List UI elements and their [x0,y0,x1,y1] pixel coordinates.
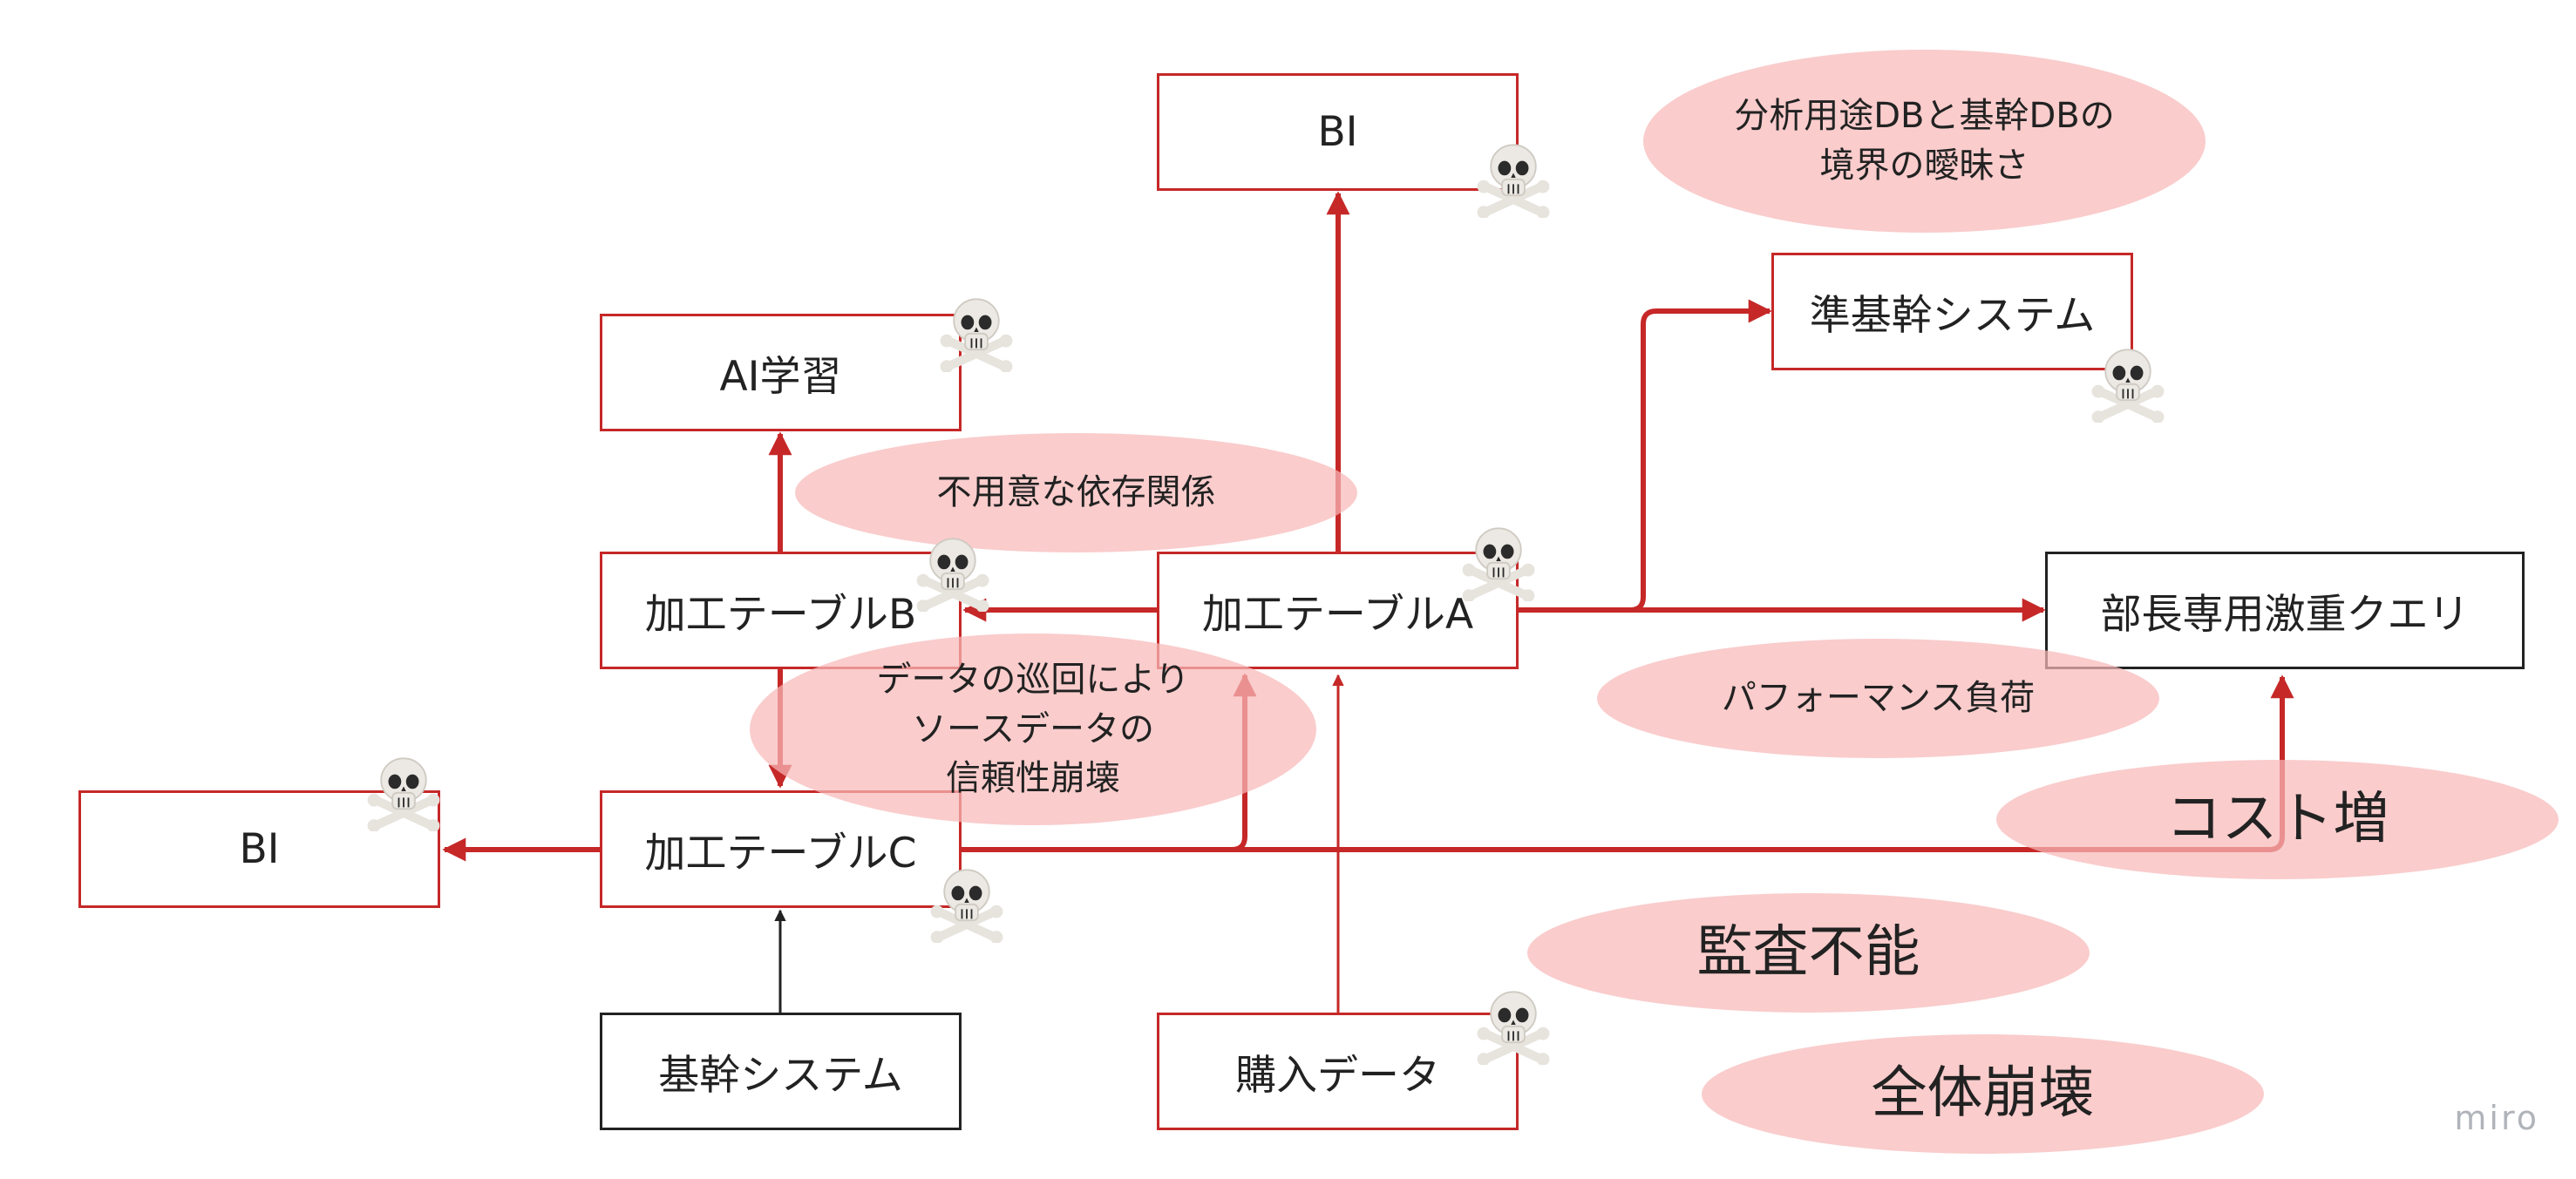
note-total-collapse[interactable]: 全体崩壊 [1702,1034,2264,1154]
skull-crossbones-icon [930,869,1003,943]
core-system-box[interactable]: 基幹システム [600,1013,962,1130]
skull-crossbones-icon [367,757,440,831]
note-data-circulation[interactable]: データの巡回により ソースデータの 信頼性崩壊 [750,634,1316,825]
edge-a-to-semi-core [1519,299,1772,613]
skull-crossbones-icon [940,298,1013,372]
note-unauditable[interactable]: 監査不能 [1527,893,2090,1013]
skull-crossbones-icon [2091,349,2165,423]
note-cost-increase[interactable]: コスト増 [1996,760,2559,879]
skull-crossbones-icon [1462,527,1535,601]
skull-crossbones-icon [1477,991,1550,1065]
skull-crossbones-icon [916,538,989,612]
ai-learning-box[interactable]: AI学習 [600,314,962,431]
miro-watermark: miro [2454,1099,2539,1137]
note-performance-load[interactable]: パフォーマンス負荷 [1597,639,2159,758]
skull-crossbones-icon [1477,144,1550,218]
bi-top-box[interactable]: BI [1157,73,1519,191]
bi-left-box[interactable]: BI [78,790,440,908]
processed-table-a-box[interactable]: 加工テーブルA [1157,552,1519,669]
semi-core-system-box[interactable]: 準基幹システム [1771,253,2133,370]
note-unintended-dependency[interactable]: 不用意な依存関係 [795,433,1357,552]
processed-table-c-box[interactable]: 加工テーブルC [600,790,962,908]
note-boundary-ambiguity[interactable]: 分析用途DBと基幹DBの 境界の曖昧さ [1643,50,2206,233]
purchase-data-box[interactable]: 購入データ [1157,1013,1519,1130]
manager-query-box[interactable]: 部長専用激重クエリ [2045,552,2525,669]
